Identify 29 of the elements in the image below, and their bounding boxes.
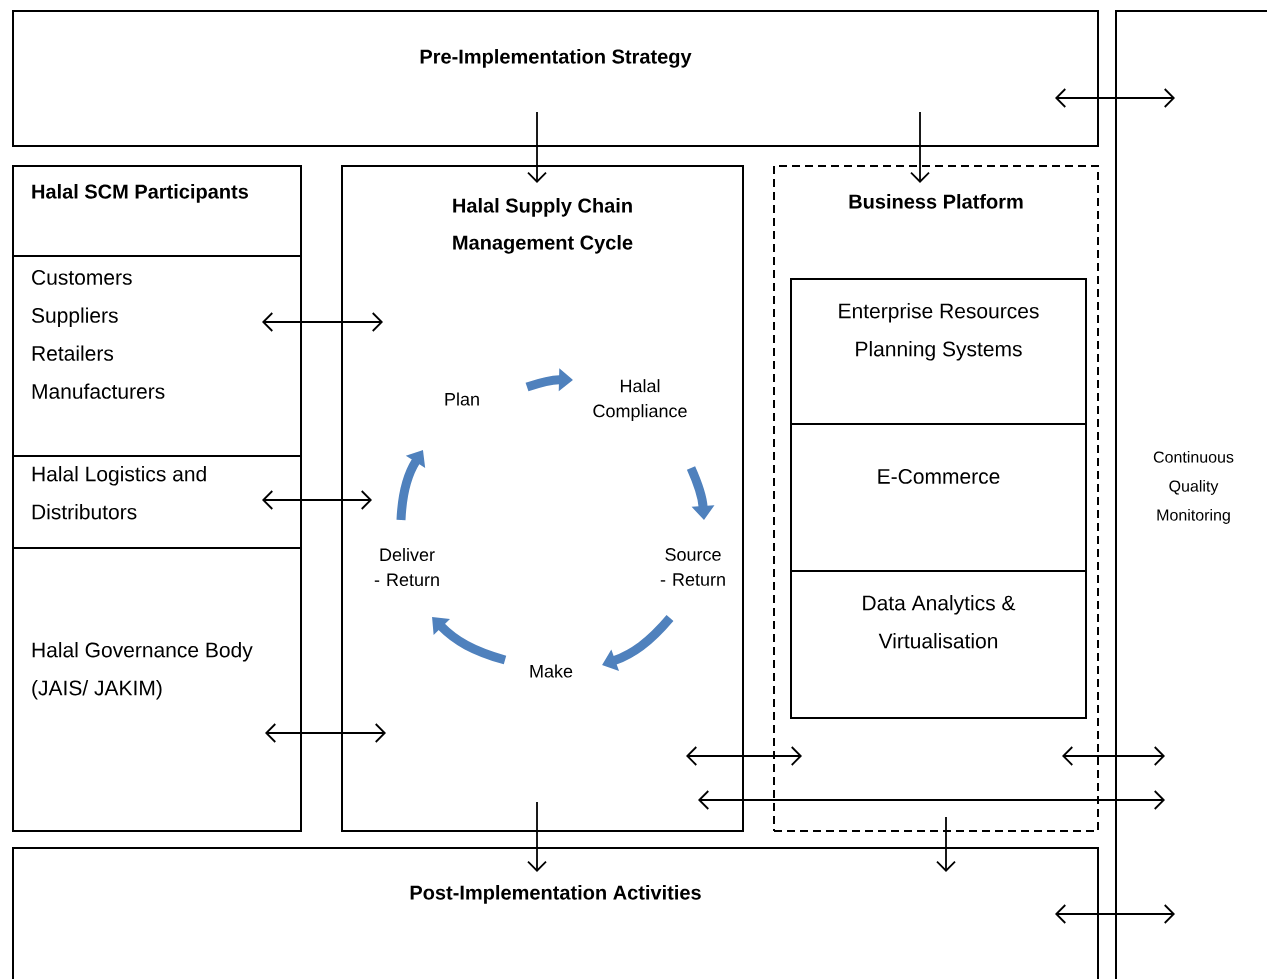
participant-cell: Customers Suppliers Retailers Manufacturers [12,255,302,457]
heading-cell: Halal SCM Participants [12,165,302,257]
stage-label: Plan [445,392,479,406]
arrow [527,801,547,872]
cycle-arrow [432,617,507,665]
arrow [262,490,372,510]
system-box: Enterprise Resources Planning Systems [790,278,1087,425]
cycle-arrow [602,615,674,672]
arrow [265,723,386,743]
arrow [686,746,802,766]
participant-cell: Halal Governance Body (JAIS/ JAKIM) [12,547,302,832]
stage-label: Make [530,664,573,678]
arrow [910,111,930,183]
participant-cell: Halal Logistics and Distributors [12,455,302,549]
arrow [1055,88,1175,108]
arrow [262,312,383,332]
stage-label: Halal Compliance [593,379,687,421]
arrow [527,111,547,183]
arrow [936,816,956,872]
arrow [698,790,1165,810]
system-box: E-Commerce [790,423,1087,572]
strategy-box: Pre-Implementation Strategy [12,10,1099,147]
system-box: Data Analytics & Virtualisation [790,570,1087,719]
activities-box: Post-Implementation Activities [12,847,1099,979]
arrow [1062,746,1165,766]
arrow [1055,904,1175,924]
stage-label: Deliver - Return [374,547,439,587]
monitoring-band: Continuous Quality Monitoring [1115,10,1267,979]
stage-label: Source - Return [660,548,725,586]
